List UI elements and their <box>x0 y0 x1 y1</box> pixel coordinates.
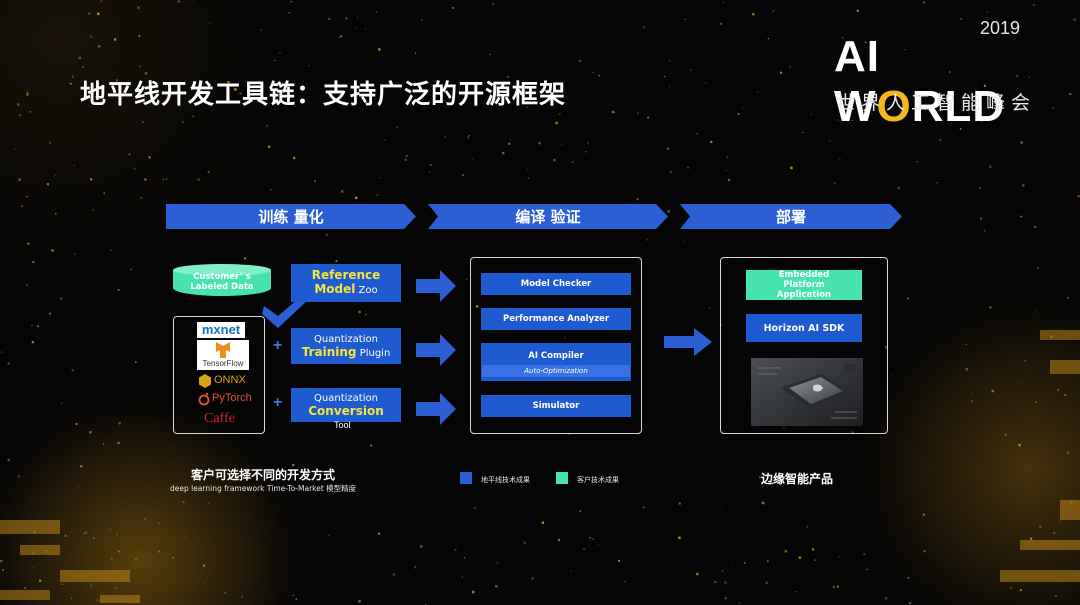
reference-model-zoo-box: Reference Model Zoo <box>291 264 401 302</box>
logo-year: 2019 <box>979 18 1020 38</box>
logo-subtitle: 世界人工智能峰会 <box>836 92 1037 114</box>
mxnet-logo: mxnet <box>197 322 245 338</box>
arrow-right-icon <box>416 270 456 302</box>
train-caption: 客户可选择不同的开发方式 <box>191 468 336 482</box>
deploy-caption: 边缘智能产品 <box>761 472 834 486</box>
embedded-platform-application-box: Embedded Platform Application <box>746 270 862 300</box>
conversion-tool-label: Tool <box>334 420 351 430</box>
chip-image <box>751 358 863 426</box>
horizon-ai-sdk-box: Horizon AI SDK <box>746 314 862 342</box>
slide-title: 地平线开发工具链：支持广泛的开源框架 <box>80 80 567 110</box>
arrow-right-icon <box>416 393 456 425</box>
train-caption-sub: deep learning framework Time-To-Market 模… <box>170 484 357 493</box>
phase-compile: 编译 验证 <box>428 204 668 229</box>
phase-deploy: 部署 <box>680 204 902 229</box>
plus-icon: + <box>273 394 283 411</box>
logo-brand: AI WORLD <box>834 32 1006 131</box>
onnx-logo: ONNX <box>198 374 258 388</box>
arrow-right-icon <box>664 328 712 356</box>
legend-label-customer: 客户技术成果 <box>577 476 619 484</box>
tensorflow-logo: TensorFlow <box>197 340 249 370</box>
simulator-box: Simulator <box>481 395 631 417</box>
auto-optimization-label: Auto-Optimization <box>482 365 630 377</box>
legend-swatch-customer <box>556 472 568 484</box>
legend-label-horizon: 地平线技术成果 <box>481 476 530 484</box>
performance-analyzer-box: Performance Analyzer <box>481 308 631 330</box>
deploy-panel <box>720 257 888 434</box>
quantization-conversion-tool-box: Quantization Conversion <box>291 388 401 422</box>
quantization-training-plugin-box: Quantization Training Plugin <box>291 328 401 364</box>
framework-panel <box>173 316 265 434</box>
legend-swatch-horizon <box>460 472 472 484</box>
phase-train: 训练 量化 <box>166 204 416 229</box>
pytorch-logo: PyTorch <box>198 392 262 406</box>
plus-icon: + <box>273 337 283 354</box>
event-logo: 2019 AI WORLD 世界人工智能峰会 <box>832 16 1052 131</box>
caffe-logo: Caffe <box>204 411 235 426</box>
model-checker-box: Model Checker <box>481 273 631 295</box>
compile-panel <box>470 257 642 434</box>
arrow-right-icon <box>416 334 456 366</box>
